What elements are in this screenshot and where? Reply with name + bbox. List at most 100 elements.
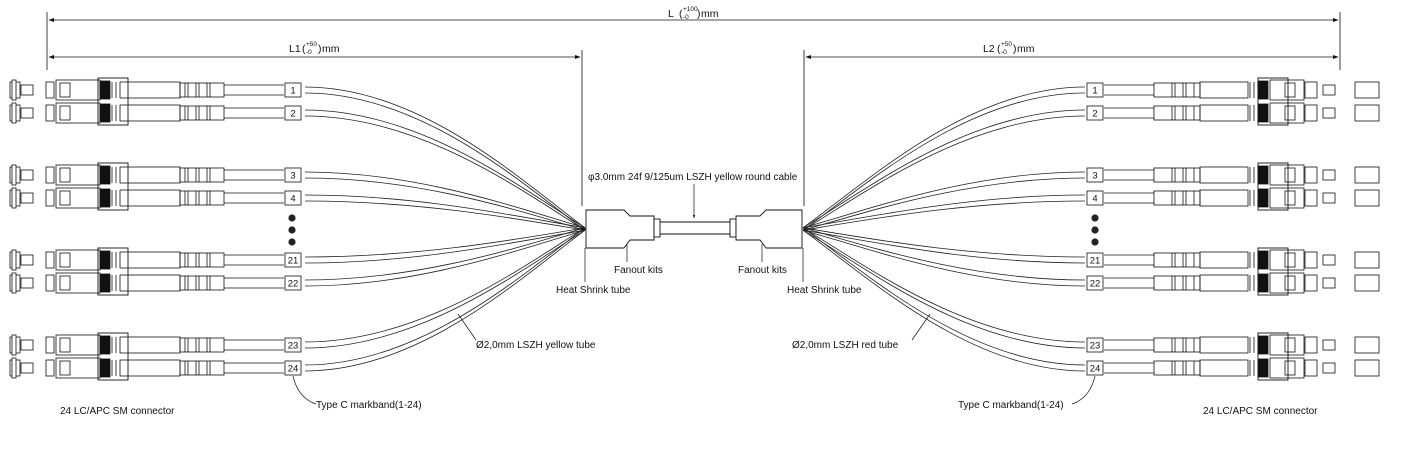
dimension-right-unit: mm	[1017, 43, 1035, 55]
lc-connector-right	[1103, 187, 1380, 209]
markband-right: 2	[1086, 105, 1104, 121]
fanout-tube-right	[802, 229, 1086, 372]
dimension-left-tol-plus: +50	[306, 41, 317, 48]
markband-left: 3	[284, 167, 302, 183]
markband-left-number: 4	[290, 194, 295, 205]
dimension-left-unit: mm	[322, 43, 340, 55]
markband-right-box	[1086, 337, 1104, 353]
markband-left: 24	[284, 360, 302, 376]
fanout-tube-left	[304, 92, 586, 231]
markband-right-label: Type C markband(1-24)	[958, 400, 1064, 411]
fanout-tube-left	[304, 115, 586, 231]
markband-right-box	[1086, 252, 1104, 268]
fanout-tube-left	[304, 109, 586, 229]
fanout-tube-left	[304, 227, 586, 343]
markband-left-number: 23	[288, 341, 299, 352]
callout-heat-shrink-left: Heat Shrink tube	[556, 248, 631, 296]
duplex-clip-right	[1257, 162, 1289, 211]
lc-connector-right	[1103, 164, 1380, 186]
markband-left-number: 22	[288, 279, 299, 290]
duplex-clip-right	[1257, 77, 1289, 126]
fanout-tube-left	[304, 229, 586, 349]
fanout-tube-left	[304, 171, 586, 229]
markband-right-box	[1086, 167, 1104, 183]
tubes-right	[802, 86, 1086, 372]
fanout-tube-right	[802, 194, 1086, 229]
callout-markband-right: Type C markband(1-24)	[958, 375, 1096, 411]
callout-trunk-cable: φ3.0mm 24f 9/125um LSZH yellow round cab…	[588, 172, 798, 219]
svg-text:): )	[697, 8, 701, 20]
lc-connector-right	[1103, 272, 1380, 294]
markband-right-number: 1	[1092, 86, 1097, 97]
markband-left-number: 21	[288, 256, 299, 267]
markband-left-box	[284, 337, 302, 353]
markband-left: 1	[284, 82, 302, 98]
duplex-clip-left	[97, 77, 129, 126]
markband-left: 4	[284, 190, 302, 206]
tube-right-label: Ø2,0mm LSZH red tube	[792, 340, 899, 351]
callout-tube-left: Ø2,0mm LSZH yellow tube	[457, 313, 596, 351]
dimension-total-label: L	[668, 8, 674, 20]
fanout-tube-right	[802, 229, 1086, 349]
markband-right: 1	[1086, 82, 1104, 98]
lc-connector-left	[9, 187, 285, 209]
fanout-tube-left	[304, 227, 586, 366]
markband-left-box	[284, 275, 302, 291]
lc-connector-left	[9, 334, 285, 356]
heat-shrink-right-label: Heat Shrink tube	[787, 285, 862, 296]
markband-right-box	[1086, 360, 1104, 376]
fanout-tube-left	[304, 200, 586, 231]
duplex-clip-left	[97, 332, 129, 381]
markband-right-number: 2	[1092, 109, 1097, 120]
markband-left: 21	[284, 252, 302, 268]
markband-left-label: Type C markband(1-24)	[316, 400, 422, 411]
callout-tube-right: Ø2,0mm LSZH red tube	[792, 313, 931, 351]
dimension-right-tol-minus: -0	[1001, 49, 1007, 56]
lc-connector-right	[1103, 334, 1380, 356]
markband-right: 4	[1086, 190, 1104, 206]
fanout-tube-right	[802, 229, 1086, 264]
fanout-tube-right	[802, 227, 1086, 366]
markband-right-box	[1086, 190, 1104, 206]
fanout-right-label: Fanout kits	[738, 265, 787, 276]
dimension-left: L1 ( +50 -0 ) mm	[48, 41, 583, 206]
svg-text:(: (	[997, 43, 1001, 55]
markband-left-box	[284, 167, 302, 183]
markband-left-box	[284, 82, 302, 98]
markband-right-box	[1086, 82, 1104, 98]
markband-left-box	[284, 190, 302, 206]
fanout-tube-right	[802, 115, 1086, 231]
markband-left: 22	[284, 275, 302, 291]
dimension-right: L2 ( +50 -0 ) mm	[803, 41, 1339, 206]
markband-right-number: 24	[1090, 364, 1101, 375]
fanout-tube-left	[304, 227, 586, 258]
dimension-left-tol-minus: -0	[306, 49, 312, 56]
dimension-total-tol-minus: -0	[683, 14, 689, 21]
markband-left-box	[284, 105, 302, 121]
markband-right-number: 3	[1092, 171, 1097, 182]
fanout-left-label: Fanout kits	[614, 265, 663, 276]
connector-left-label: 24 LC/APC SM connector	[60, 406, 175, 417]
lc-connector-right	[1103, 79, 1380, 101]
fanout-tube-right	[802, 92, 1086, 231]
fanout-tube-left	[304, 194, 586, 229]
markband-left-number: 1	[290, 86, 295, 97]
markband-left-number: 3	[290, 171, 295, 182]
fanout-tube-right	[802, 227, 1086, 258]
callout-markband-left: Type C markband(1-24)	[292, 375, 422, 411]
fanout-tube-right	[802, 229, 1086, 287]
markband-right: 3	[1086, 167, 1104, 183]
fanout-tube-right	[802, 227, 1086, 343]
lc-connector-left	[9, 357, 285, 379]
connector-right-label: 24 LC/APC SM connector	[1203, 406, 1318, 417]
markband-right: 24	[1086, 360, 1104, 376]
duplex-clip-left	[97, 162, 129, 211]
markband-left-box	[284, 252, 302, 268]
markband-left-number: 2	[290, 109, 295, 120]
dimension-right-label: L2	[983, 43, 995, 55]
trunk-assembly	[582, 209, 803, 249]
markband-right-number: 4	[1092, 194, 1097, 205]
tube-left-label: Ø2,0mm LSZH yellow tube	[476, 340, 596, 351]
